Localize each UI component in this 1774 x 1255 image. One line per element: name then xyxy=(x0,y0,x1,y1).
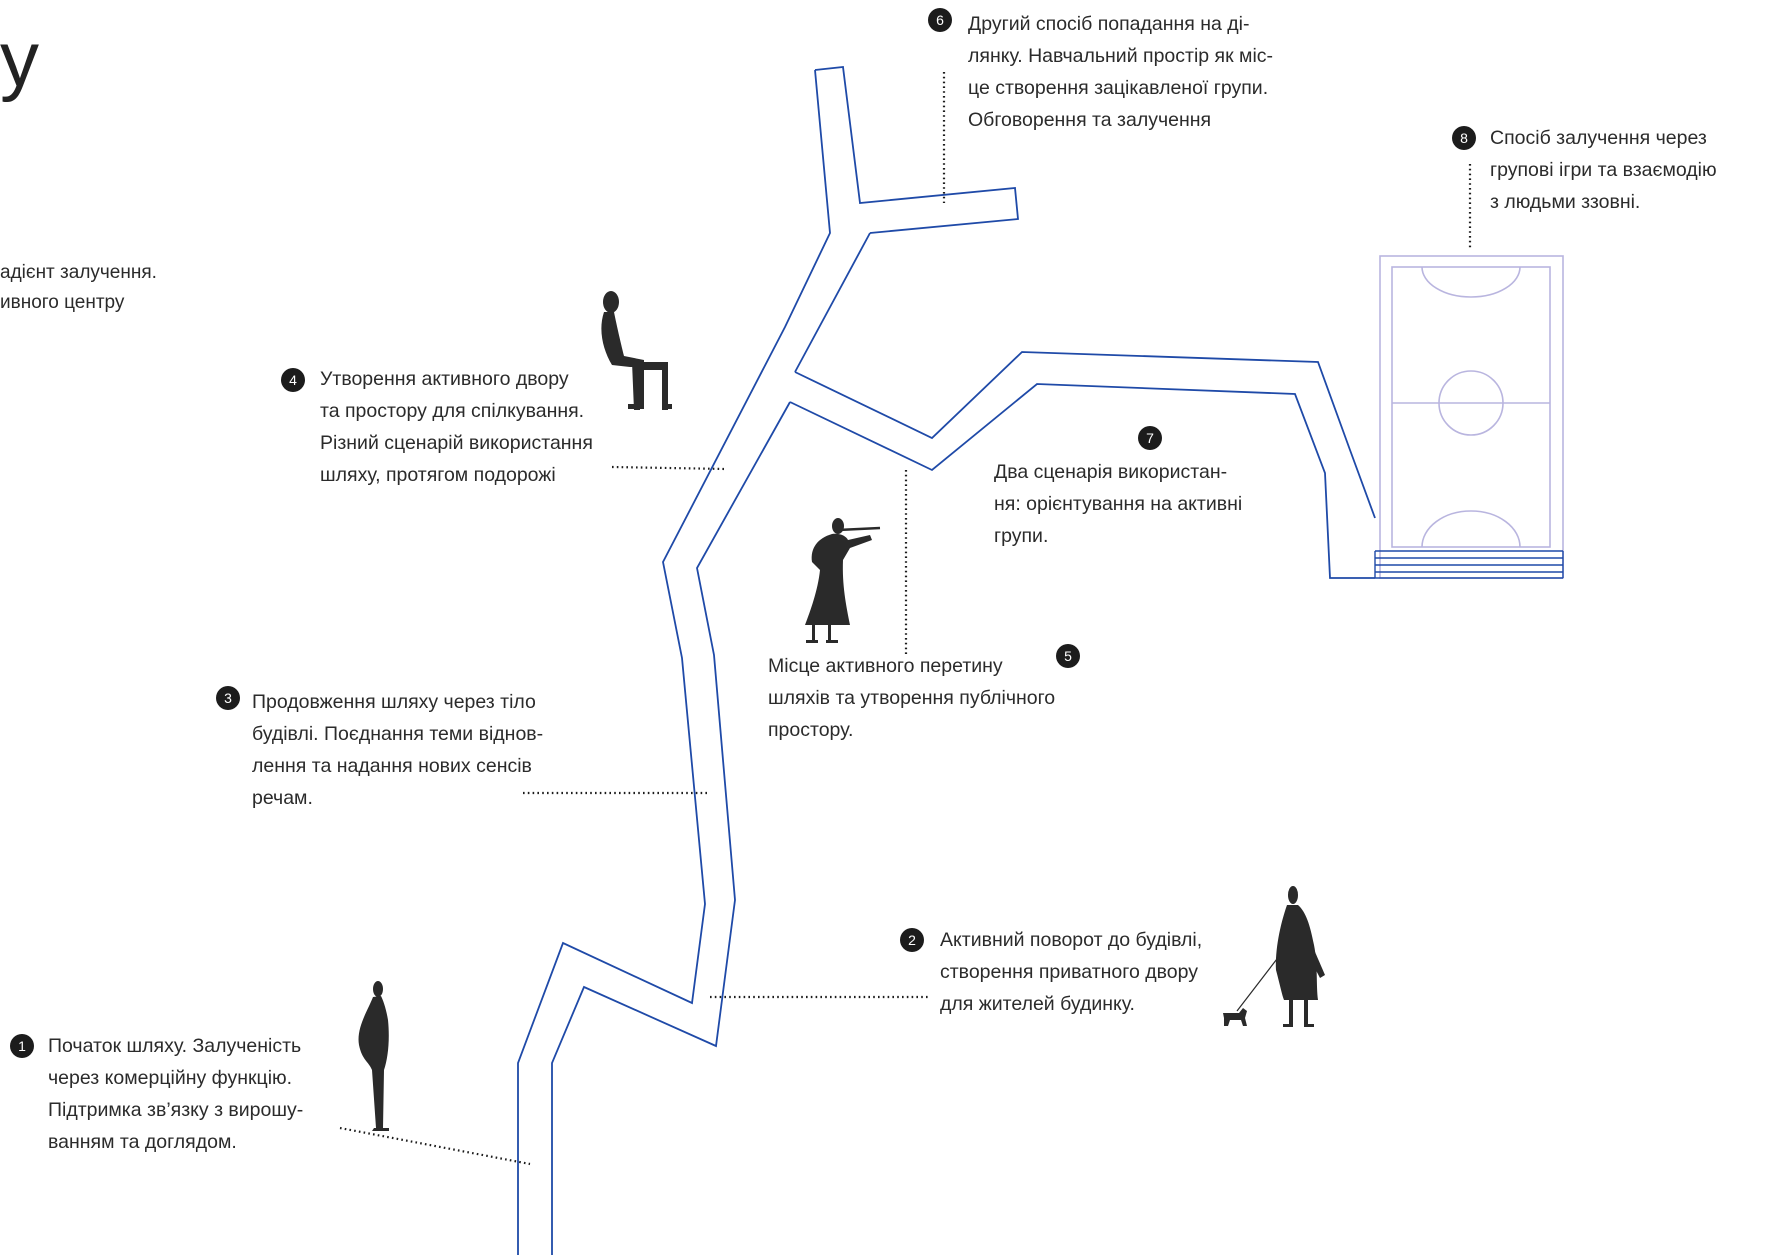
step-badge-6: 6 xyxy=(928,8,952,32)
step-badge-5: 5 xyxy=(1056,644,1080,668)
step-badge-8: 8 xyxy=(1452,126,1476,150)
note-2: Активний поворот до будівлі, створення п… xyxy=(940,924,1202,1020)
field-stands xyxy=(1374,550,1564,579)
leader-4 xyxy=(611,465,727,471)
note-line: Обговорення та залучення xyxy=(968,109,1212,131)
sitting-person-icon xyxy=(601,291,672,410)
note-line: речам. xyxy=(252,787,313,809)
person-walking-dog-icon xyxy=(1223,886,1325,1027)
note-line: Підтримка зв’язку з вирошу- xyxy=(48,1099,304,1121)
note-1: Початок шляху. Залученість через комерці… xyxy=(48,1030,303,1158)
violinist-icon xyxy=(805,518,881,643)
note-line: це створення зацікавленої групи. xyxy=(968,77,1269,99)
note-line: ванням та доглядом. xyxy=(48,1131,237,1153)
route-path xyxy=(517,66,1376,1255)
step-badge-1: 1 xyxy=(10,1034,34,1058)
note-6: Другий спосіб попадання на ді- лянку. На… xyxy=(968,8,1273,136)
intro-line: адієнт залучення. xyxy=(0,262,157,283)
note-7: Два сценарія використан- ня: орієнтуванн… xyxy=(994,456,1242,552)
note-line: ня: орієнтування на активні xyxy=(994,493,1243,515)
note-line: Утворення активного двору xyxy=(320,368,569,390)
note-line: для жителей будинку. xyxy=(940,993,1135,1015)
note-line: групові ігри та взаємодію xyxy=(1490,159,1717,181)
leader-1 xyxy=(339,1126,531,1166)
note-line: Другий спосіб попадання на ді- xyxy=(968,13,1250,35)
step-badge-2: 2 xyxy=(900,928,924,952)
note-line: Два сценарія використан- xyxy=(994,461,1228,483)
step-badge-3: 3 xyxy=(216,686,240,710)
football-field-icon xyxy=(1379,255,1564,579)
note-3: Продовження шляху через тіло будівлі. По… xyxy=(252,686,543,814)
note-line: та простору для спілкування. xyxy=(320,400,585,422)
standing-person-icon xyxy=(358,981,389,1131)
note-5: Місце активного перетину шляхів та утвор… xyxy=(768,650,1055,746)
step-badge-7: 7 xyxy=(1138,426,1162,450)
note-line: будівлі. Поєднання теми віднов- xyxy=(252,723,544,745)
note-line: шляху, протягом подорожі xyxy=(320,464,556,486)
note-line: створення приватного двору xyxy=(940,961,1198,983)
note-line: Спосіб залучення через xyxy=(1490,127,1707,149)
note-line: простору. xyxy=(768,719,854,741)
note-line: шляхів та утворення публічного xyxy=(768,687,1056,709)
note-line: Активний поворот до будівлі, xyxy=(940,929,1203,951)
note-line: Продовження шляху через тіло xyxy=(252,691,536,713)
page-title: у xyxy=(0,15,40,103)
note-4: Утворення активного двору та простору дл… xyxy=(320,363,593,491)
note-line: Початок шляху. Залученість xyxy=(48,1035,302,1057)
note-line: через комерційну функцію. xyxy=(48,1067,293,1089)
note-line: групи. xyxy=(994,525,1049,547)
note-line: Місце активного перетину xyxy=(768,655,1003,677)
intro-line: ивного центру xyxy=(0,292,125,313)
note-8: Спосіб залучення через групові ігри та в… xyxy=(1490,122,1717,218)
note-line: Різний сценарій використання xyxy=(320,432,593,454)
step-badge-4: 4 xyxy=(281,368,305,392)
intro-text: адієнт залучення. ивного центру xyxy=(0,258,157,318)
note-line: лянку. Навчальний простір як міс- xyxy=(968,45,1274,67)
note-line: лення та надання нових сенсів xyxy=(252,755,532,777)
note-line: з людьми ззовні. xyxy=(1490,191,1641,213)
leader-lines xyxy=(339,72,1472,1166)
